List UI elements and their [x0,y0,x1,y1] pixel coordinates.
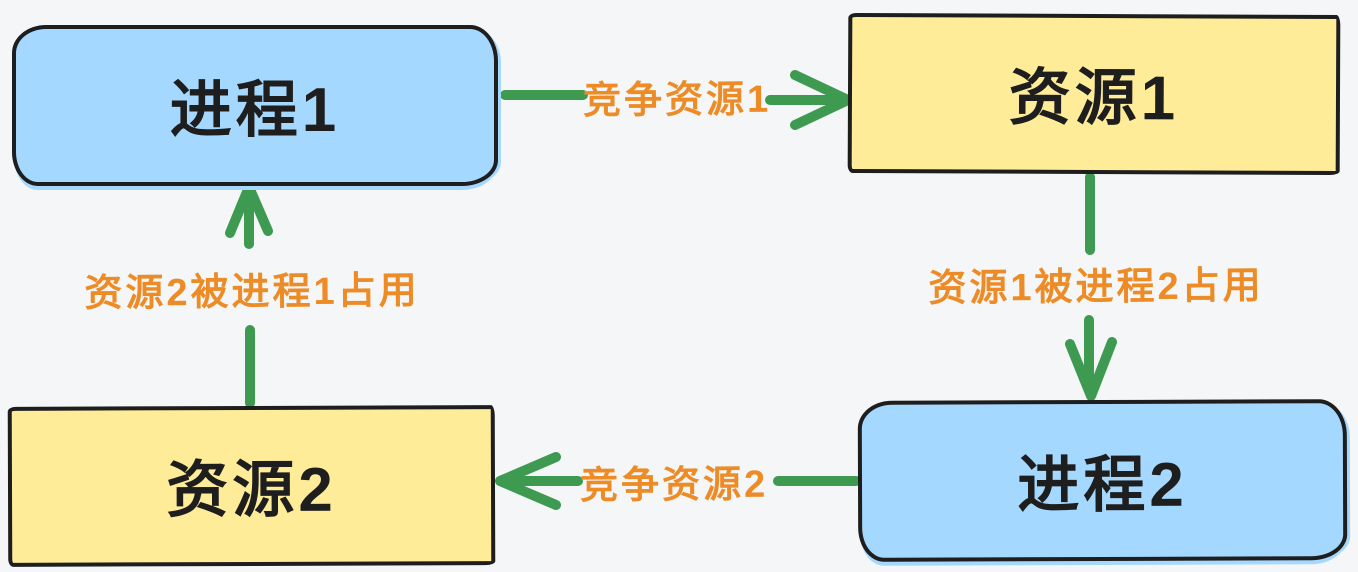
node-resource2-label: 资源2 [166,455,337,526]
arrow-resource1-to-process2 [1065,172,1117,401]
edge-label-compete-resource1: 竞争资源1 [582,78,772,123]
edge-label-compete-resource2: 竞争资源2 [579,463,769,508]
node-process2: 进程2 [857,399,1348,562]
arrow-process2-to-resource2 [495,452,861,510]
node-process2-label: 进程2 [1017,450,1188,520]
node-resource1-label: 资源1 [1008,63,1180,134]
node-resource1: 资源1 [847,12,1341,176]
node-process1-label: 进程1 [169,75,341,145]
edge-label-resource1-held-by-process2: 资源1被进程2占用 [928,265,1264,310]
edge-label-resource2-held-by-process1: 资源2被进程1占用 [84,270,420,315]
node-process1: 进程1 [12,25,498,186]
node-resource2: 资源2 [7,405,496,567]
arrow-resource2-to-process1 [225,182,273,408]
